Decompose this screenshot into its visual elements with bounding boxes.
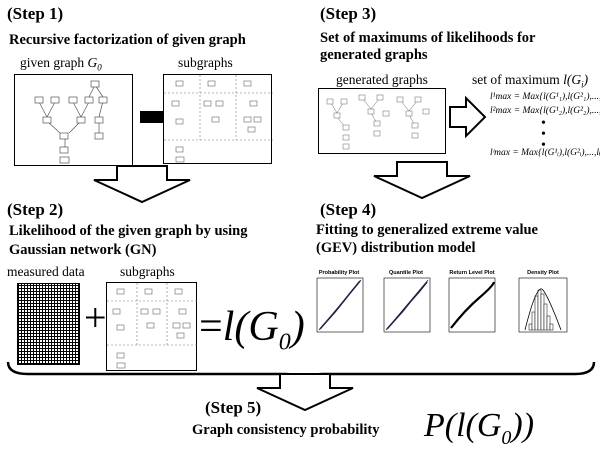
formula-top: l¹max = Max{l(G¹₁),l(G²₁),...,l(Gᵏ₁)} — [490, 92, 600, 102]
consistency-probability: P(l(G0)) — [424, 409, 534, 455]
given-graph-symbol: G — [87, 55, 98, 70]
step1-subgraphs-diagram — [164, 75, 273, 163]
step4-subtitle-line2: (GEV) distribution model — [316, 240, 476, 256]
step2-subgraphs-diagram — [107, 283, 198, 369]
likelihood-close: ) — [290, 304, 305, 350]
step3-subtitle-line1: Set of maximums of likelihoods for — [320, 30, 536, 46]
return-level-plot: Return Level Plot — [448, 270, 496, 333]
step1-title: (Step 1) — [7, 4, 64, 23]
step3-subtitle-line2: generated graphs — [320, 47, 428, 63]
likelihood-l-text: l(G — [222, 304, 279, 350]
step2-subtitle-line1: Likelihood of the given graph by using — [9, 223, 248, 239]
given-graph-label-text: given graph — [20, 55, 88, 70]
step3-right-arrow-icon — [449, 95, 487, 139]
step1-subtitle: Recursive factorization of given graph — [9, 32, 246, 48]
step3-title: (Step 3) — [320, 4, 377, 23]
set-of-maximum-subscript: i — [581, 79, 584, 90]
step1-subgraphs-box — [163, 74, 273, 164]
step2-title: (Step 2) — [7, 200, 64, 219]
step5-title: (Step 5) — [205, 398, 262, 417]
measured-data-label: measured data — [7, 264, 85, 279]
formula-mid: l²max = Max{l(G¹₂),l(G²₂),...,l(Gᵏ₂)} — [490, 106, 600, 116]
generated-graphs-box — [318, 88, 446, 154]
given-graph-subscript: 0 — [97, 62, 102, 73]
step4-subtitle-line1: Fitting to generalized extreme value — [316, 222, 538, 238]
step2-subtitle-line2: Gaussian network (GN) — [9, 242, 157, 258]
quantile-plot-title: Quantile Plot — [389, 270, 423, 276]
given-graph-diagram — [34, 80, 108, 164]
generated-graphs-diagram — [326, 94, 430, 150]
set-of-maximum-math: l(G — [563, 72, 582, 87]
step1-down-arrow-icon — [93, 165, 191, 204]
step2-subgraphs-box — [106, 282, 198, 371]
step4-down-arrow-icon — [256, 373, 354, 412]
density-plot: Density Plot — [518, 270, 568, 333]
step4-title: (Step 4) — [320, 200, 377, 219]
likelihood-subscript: 0 — [278, 329, 291, 356]
given-graph-label: given graph G0 — [20, 55, 102, 73]
given-graph-box — [14, 74, 133, 166]
plus-sign: + — [84, 295, 107, 340]
probability-plot-title: Probability Plot — [319, 270, 360, 276]
return-level-plot-title: Return Level Plot — [449, 270, 494, 276]
step2-subgraphs-label: subgraphs — [120, 264, 175, 279]
formula-bottom: lᶦmax = Max{l(G¹ᵢ),l(G²ᵢ),...,l(Gᵏᵢ)} — [490, 148, 600, 158]
density-plot-title: Density Plot — [527, 270, 559, 276]
set-of-maximum-label: set of maximum l(Gi) — [472, 72, 588, 90]
equals-sign: = — [199, 304, 223, 350]
probability-close: )) — [511, 407, 535, 444]
measured-data-grid — [17, 283, 80, 365]
set-of-maximum-text: set of maximum — [472, 72, 564, 87]
probability-subscript: 0 — [501, 426, 512, 449]
quantile-plot: Quantile Plot — [383, 270, 431, 333]
vertical-dots: ••• — [541, 116, 546, 153]
step1-subgraphs-label: subgraphs — [178, 55, 233, 70]
likelihood-result: =l(G0) — [199, 306, 305, 363]
gev-plots: Probability Plot Quantile Plot Return Le… — [316, 270, 568, 333]
probability-P-text: P(l(G — [424, 407, 502, 444]
step3-down-arrow-icon — [373, 161, 471, 200]
probability-plot: Probability Plot — [316, 270, 364, 333]
generated-graphs-label: generated graphs — [336, 72, 428, 87]
step5-subtitle: Graph consistency probability — [192, 422, 380, 438]
set-of-maximum-close: ) — [583, 72, 589, 87]
